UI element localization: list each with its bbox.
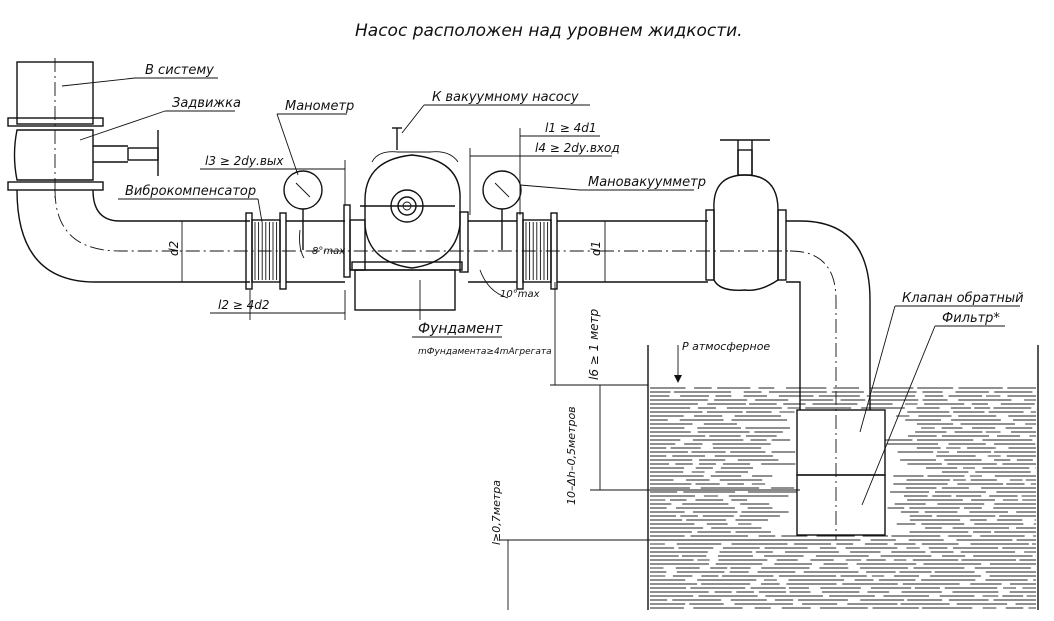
label-manometer: Манометр bbox=[285, 99, 354, 114]
label-gate-valve: Задвижка bbox=[172, 96, 241, 111]
label-foundation-mass: mФундамента≥4mАгрегата bbox=[418, 347, 552, 357]
check-valve-icon bbox=[796, 409, 886, 476]
dim-l1-label: l1 ≥ 4d1 bbox=[545, 121, 597, 135]
label-foundation: Фундамент bbox=[418, 321, 503, 337]
diagram-title: Насос расположен над уровнем жидкости. bbox=[355, 21, 743, 41]
dim-l2-label: l2 ≥ 4d2 bbox=[218, 298, 270, 312]
dimension-d1: d1 bbox=[589, 221, 606, 282]
discharge-pipe bbox=[16, 189, 600, 283]
manometer-gauge-icon bbox=[283, 170, 323, 250]
dim-d1-label: d1 bbox=[589, 241, 603, 256]
gate-valve-icon bbox=[93, 130, 159, 176]
dim-l6-label: l6 ≥ 1 метр bbox=[587, 308, 601, 380]
dim-immersion-label: l≥0,7метра bbox=[490, 480, 503, 545]
dimension-l6: l6 ≥ 1 метр bbox=[550, 282, 648, 386]
vibration-compensator-left bbox=[245, 212, 287, 290]
label-vibration-compensator: Виброкомпенсатор bbox=[125, 184, 256, 199]
label-filter: Фильтр* bbox=[942, 311, 1000, 326]
dimension-l2: l2 ≥ 4d2 bbox=[210, 290, 346, 320]
dim-l3-label: l3 ≥ 2dу.вых bbox=[205, 154, 284, 168]
suction-riser bbox=[786, 220, 871, 540]
dim-depth-label: 10–Δh–0,5метров bbox=[565, 406, 578, 505]
dimension-angle-right: 10°max bbox=[479, 269, 540, 300]
water-surface-hatching bbox=[650, 387, 1036, 609]
dimension-l1: l1 ≥ 4d1 bbox=[519, 121, 600, 215]
label-check-valve: Клапан обратный bbox=[902, 291, 1024, 306]
filter-icon bbox=[796, 474, 886, 536]
dim-l4-label: l4 ≥ 2dу.вход bbox=[535, 141, 620, 155]
vibration-compensator-right bbox=[516, 212, 558, 290]
atm-pressure-marker: P атмосферное bbox=[674, 340, 770, 383]
label-mano-vacuum-meter: Мановакуумметр bbox=[588, 175, 706, 190]
dimension-d2: d2 bbox=[167, 221, 183, 282]
dimension-immersion: l≥0,7метра bbox=[490, 480, 836, 610]
dimension-angle-left: 8°max bbox=[299, 229, 345, 259]
suction-pipe bbox=[557, 220, 790, 283]
dimension-l3: l3 ≥ 2dу.вых bbox=[200, 154, 346, 205]
pump-icon bbox=[343, 127, 469, 278]
dim-angle-right-label: 10°max bbox=[500, 289, 540, 300]
pump-foundation bbox=[354, 269, 456, 320]
discharge-riser bbox=[7, 58, 159, 200]
suction-gate-valve bbox=[705, 139, 787, 291]
label-to-vacuum-pump: К вакуумному насосу bbox=[432, 90, 579, 105]
tank-icon bbox=[647, 345, 1039, 610]
dimension-l4: l4 ≥ 2dу.вход bbox=[469, 141, 620, 215]
label-to-system: В систему bbox=[145, 63, 214, 78]
dim-d2-label: d2 bbox=[167, 241, 181, 256]
atm-pressure-label: P атмосферное bbox=[682, 340, 770, 353]
dim-angle-left-label: 8°max bbox=[312, 246, 345, 257]
manovacuum-gauge-icon bbox=[482, 170, 522, 250]
dimension-depth: 10–Δh–0,5метров bbox=[565, 385, 800, 505]
